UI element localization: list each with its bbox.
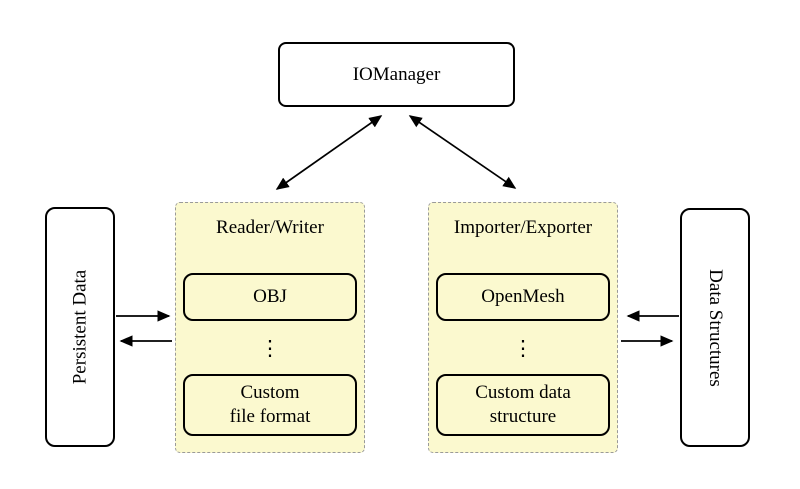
arrow-iomanager-readerwriter — [275, 115, 383, 190]
arrow-iomanager-importerexporter — [408, 115, 517, 189]
custom-data-structure-line2: structure — [489, 406, 557, 427]
importer-exporter-title: Importer/Exporter — [453, 217, 593, 238]
iomanager-node: IOManager — [278, 42, 515, 107]
custom-file-format-line2: file format — [229, 406, 311, 427]
reader-writer-panel: Reader/Writer OBJ ⋮ Custom file format — [175, 202, 365, 453]
importer-exporter-panel: Importer/Exporter OpenMesh ⋮ Custom data… — [428, 202, 618, 453]
openmesh-label: OpenMesh — [481, 286, 565, 307]
iomanager-label: IOManager — [352, 63, 441, 85]
reader-writer-ellipsis: ⋮ — [259, 335, 281, 360]
custom-file-format-box: Custom file format — [183, 374, 357, 436]
persistent-data-node: Persistent Data — [45, 207, 115, 447]
obj-label: OBJ — [253, 286, 287, 307]
obj-box: OBJ — [183, 273, 357, 321]
data-structures-label: Data Structures — [705, 268, 726, 387]
custom-data-structure-box: Custom data structure — [436, 374, 610, 436]
importer-exporter-ellipsis: ⋮ — [512, 335, 534, 360]
openmesh-box: OpenMesh — [436, 273, 610, 321]
data-structures-node: Data Structures — [680, 208, 750, 447]
reader-writer-title: Reader/Writer — [216, 217, 324, 238]
persistent-data-label: Persistent Data — [69, 269, 91, 385]
custom-file-format-line1: Custom — [240, 382, 300, 403]
custom-data-structure-line1: Custom data — [475, 382, 571, 403]
